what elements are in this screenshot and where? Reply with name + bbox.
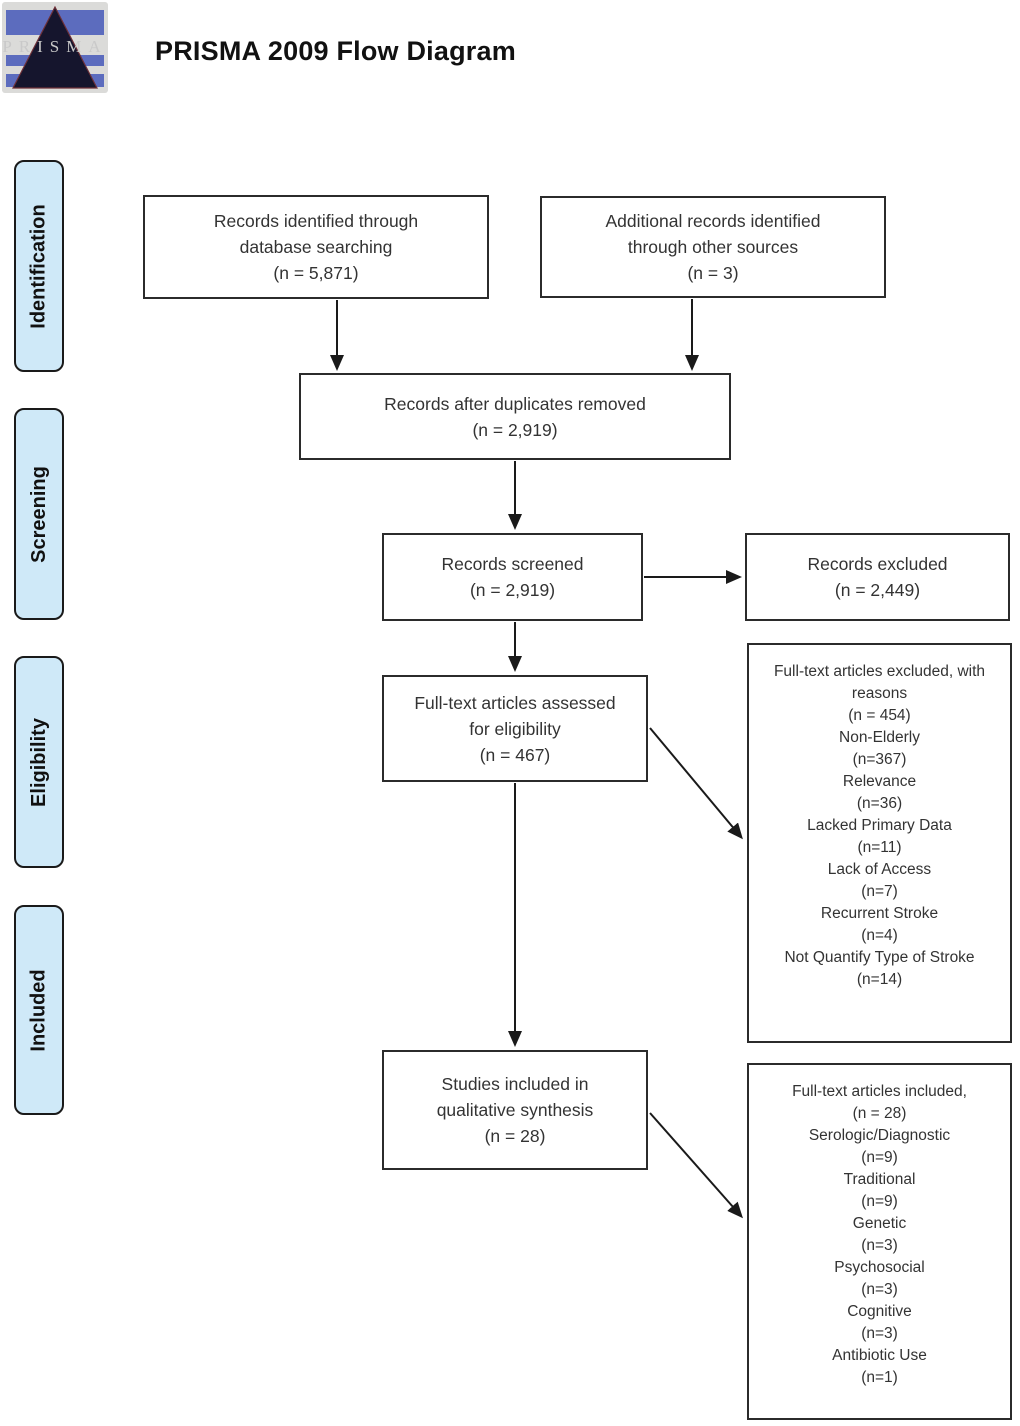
box-fulltext-included-detail-text: Full-text articles included, (n = 28) Se…: [792, 1083, 967, 1386]
box-qualitative-synthesis-text: Studies included in qualitative synthesi…: [436, 1074, 594, 1146]
box-fulltext-assessed-text: Full-text articles assessed for eligibil…: [414, 692, 616, 765]
box-qualitative-synthesis: Studies included in qualitative synthesi…: [382, 1050, 648, 1170]
box-additional-records-text: Additional records identified through ot…: [605, 211, 821, 283]
box-records-excluded-text: Records excluded (n = 2,449): [807, 554, 948, 600]
stage-screening: Screening: [14, 408, 64, 620]
prisma-logo-icon: PRISMA: [2, 2, 108, 93]
box-records-identified-database: Records identified through database sear…: [143, 195, 489, 299]
stage-identification-label: Identification: [27, 203, 50, 329]
arrow-fulltext-to-excluded-reasons: [649, 727, 743, 840]
box-after-duplicates: Records after duplicates removed (n = 2,…: [299, 373, 731, 460]
box-records-identified-database-text: Records identified through database sear…: [213, 211, 419, 283]
prisma-logo-text: PRISMA: [2, 37, 107, 56]
box-fulltext-excluded-reasons-text: Full-text articles excluded, with reason…: [773, 663, 986, 988]
box-records-screened: Records screened (n = 2,919): [382, 533, 643, 621]
box-after-duplicates-text: Records after duplicates removed (n = 2,…: [384, 393, 646, 440]
box-fulltext-excluded-reasons: Full-text articles excluded, with reason…: [747, 643, 1012, 1043]
box-fulltext-assessed: Full-text articles assessed for eligibil…: [382, 675, 648, 782]
box-additional-records: Additional records identified through ot…: [540, 196, 886, 298]
stage-screening-label: Screening: [27, 465, 50, 563]
box-records-excluded: Records excluded (n = 2,449): [745, 533, 1010, 621]
box-fulltext-included-detail: Full-text articles included, (n = 28) Se…: [747, 1063, 1012, 1420]
box-records-screened-text: Records screened (n = 2,919): [441, 554, 584, 600]
stage-eligibility-label: Eligibility: [27, 717, 50, 807]
stage-included: Included: [14, 905, 64, 1115]
arrow-qualitative-to-included-detail: [649, 1112, 743, 1219]
page-title: PRISMA 2009 Flow Diagram: [155, 36, 516, 66]
stage-eligibility: Eligibility: [14, 656, 64, 868]
stage-included-label: Included: [27, 968, 50, 1052]
stage-identification: Identification: [14, 160, 64, 372]
